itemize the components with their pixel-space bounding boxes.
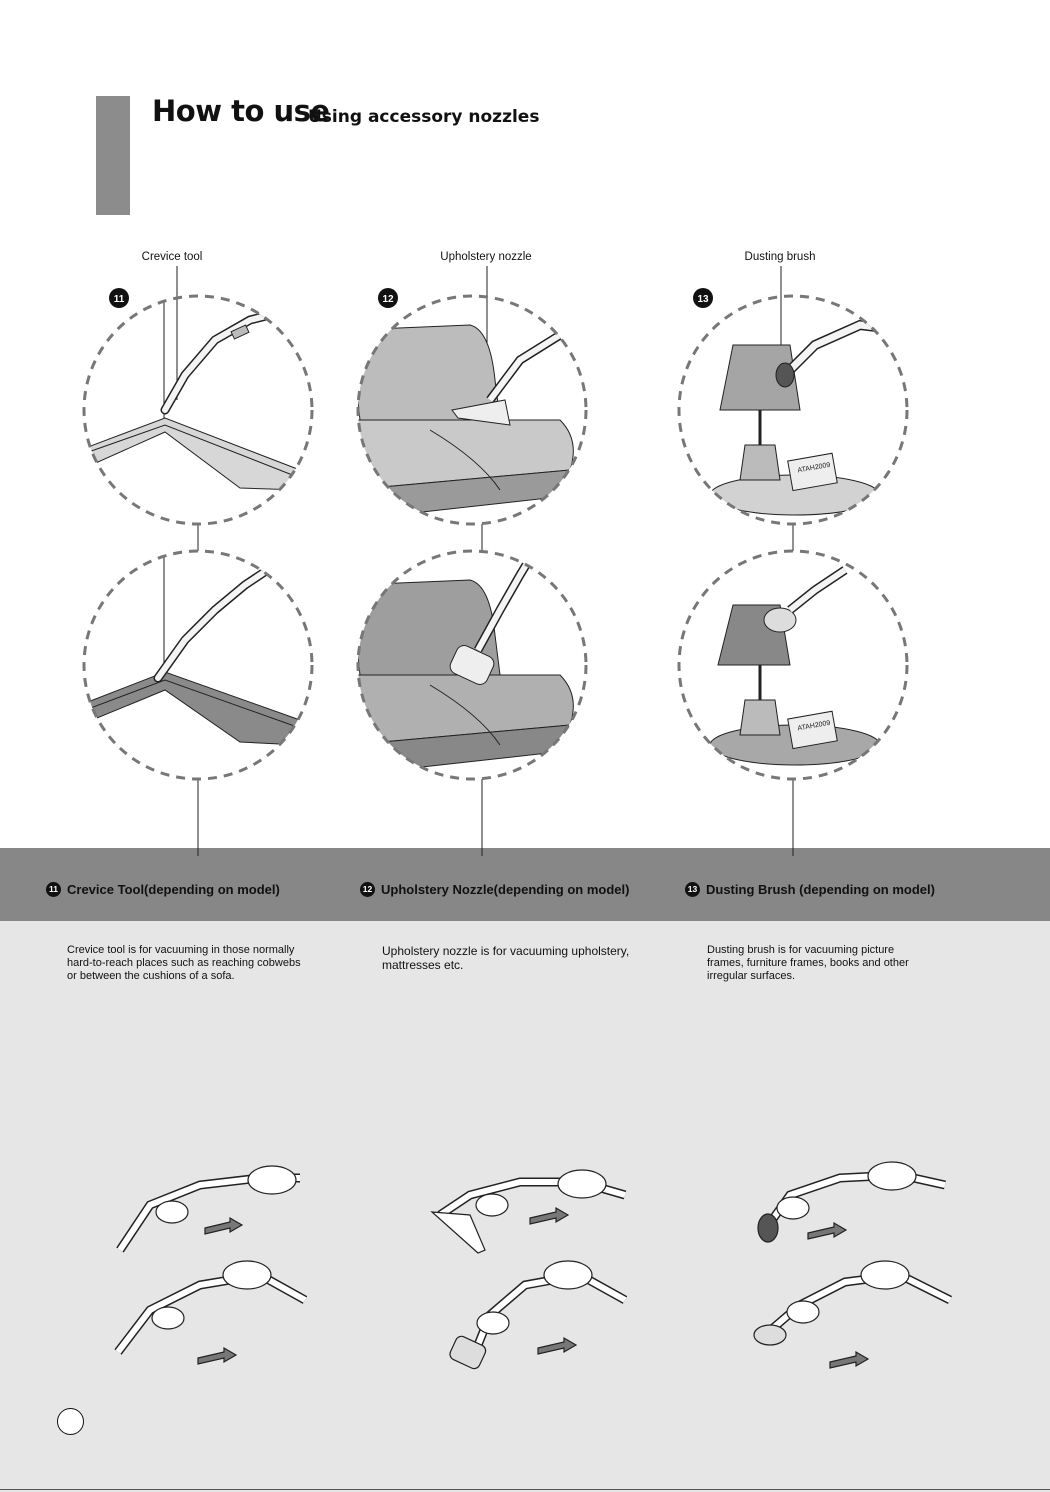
upholstery-nozzle-heading: 12 Upholstery Nozzle(depending on model) bbox=[360, 882, 629, 897]
dusting-brush-heading-text: Dusting Brush (depending on model) bbox=[706, 882, 935, 897]
svg-text:12: 12 bbox=[382, 294, 394, 305]
upholstery-nozzle-callout: Upholstery nozzle bbox=[440, 251, 532, 263]
crevice-tool-description: Crevice tool is for vacuuming in those n… bbox=[67, 944, 301, 982]
upholstery-nozzle-heading-text: Upholstery Nozzle(depending on model) bbox=[381, 882, 630, 897]
table-dusting-illustration: ATAH2009 bbox=[709, 566, 881, 766]
crevice-corner-illustration bbox=[84, 305, 301, 491]
crevice-tool-heading: 11 Crevice Tool(depending on model) bbox=[46, 882, 280, 897]
upholstery-nozzle-description: Upholstery nozzle is for vacuuming uphol… bbox=[382, 944, 630, 972]
step-number-badges: 11 12 13 bbox=[109, 288, 713, 308]
crevice-tool-heading-text: Crevice Tool(depending on model) bbox=[67, 882, 280, 897]
dusting-brush-description: Dusting brush is for vacuuming picture f… bbox=[707, 944, 909, 982]
sofa-brush-illustration bbox=[358, 551, 576, 776]
sofa-upholstery-illustration bbox=[358, 315, 586, 521]
page-title: How to use bbox=[152, 94, 330, 128]
step-number-11: 11 bbox=[46, 882, 61, 897]
section-tab-marker bbox=[96, 96, 130, 215]
page-subtitle: Using accessory nozzles bbox=[308, 107, 540, 127]
bottom-rule bbox=[0, 1489, 1050, 1490]
page-number-marker bbox=[57, 1408, 84, 1435]
step-number-13: 13 bbox=[685, 882, 700, 897]
svg-text:11: 11 bbox=[114, 294, 125, 305]
step-heading-band bbox=[0, 848, 1050, 921]
step-number-12: 12 bbox=[360, 882, 375, 897]
svg-text:13: 13 bbox=[697, 294, 709, 305]
crevice-floor-illustration bbox=[84, 560, 301, 746]
dusting-brush-heading: 13 Dusting Brush (depending on model) bbox=[685, 882, 935, 897]
crevice-tool-callout: Crevice tool bbox=[141, 251, 203, 263]
dusting-brush-callout: Dusting brush bbox=[744, 251, 816, 263]
lamp-dusting-illustration: ATAH2009 bbox=[709, 319, 901, 516]
handle-adjust-illustrations bbox=[114, 1161, 953, 1370]
